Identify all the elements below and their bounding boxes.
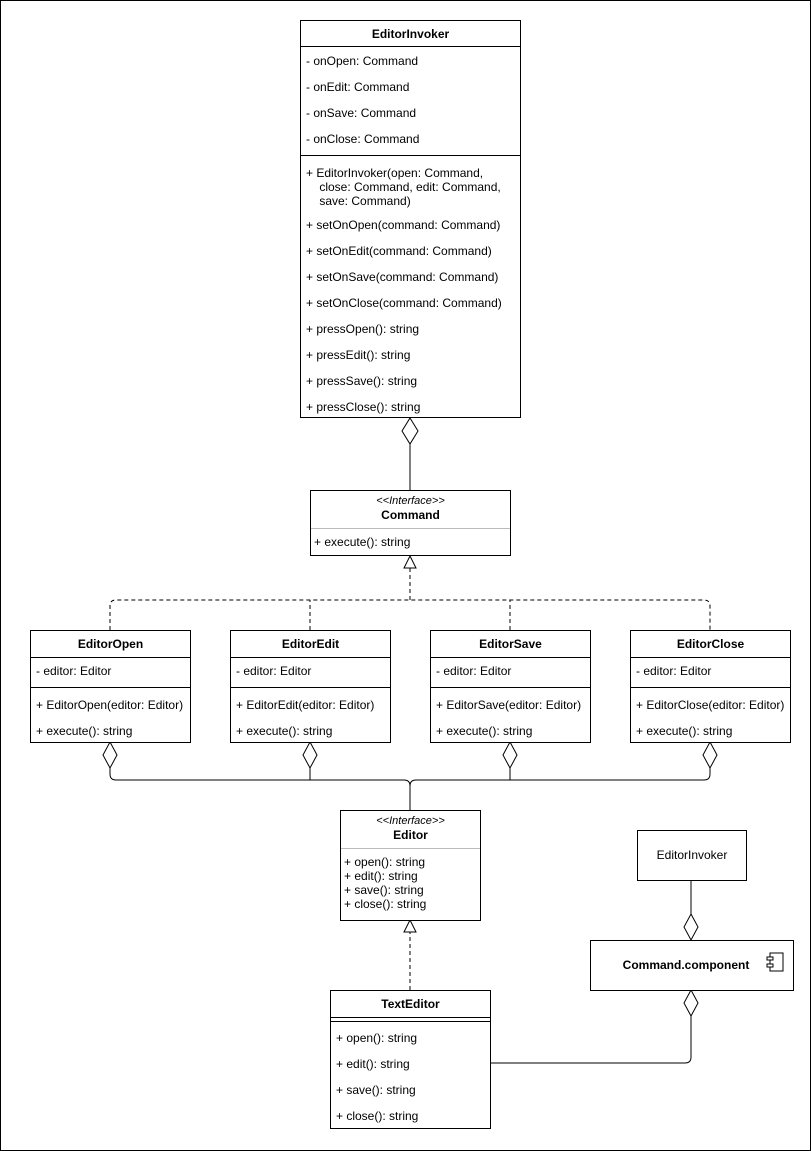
aggregation-diamond-editoropen — [102, 740, 118, 770]
method-row: + setOnSave(command: Command) — [306, 270, 499, 284]
method-row: + execute(): string — [436, 724, 533, 738]
method-row: + close(): string — [336, 1109, 419, 1123]
method-row: + pressEdit(): string — [306, 348, 411, 362]
method-row: + save(): string — [344, 883, 424, 897]
aggregation-diamond-editorclose — [702, 740, 718, 770]
class-editor-open[interactable]: EditorOpen - editor: Editor + EditorOpen… — [30, 630, 191, 743]
constructor-row: + EditorClose(editor: Editor) — [636, 698, 785, 712]
attribute-row: - onClose: Command — [306, 132, 420, 146]
method-row: + setOnClose(command: Command) — [306, 296, 502, 310]
class-title: EditorSave — [431, 631, 590, 658]
attribute-row: - onEdit: Command — [306, 80, 410, 94]
aggregation-diamond-component-invoker — [683, 912, 699, 942]
component-label: Command.component — [622, 958, 750, 972]
class-editor-invoker[interactable]: EditorInvoker - onOpen: Command - onEdit… — [300, 20, 521, 418]
class-title: EditorOpen — [31, 631, 190, 658]
constructor-row: + EditorOpen(editor: Editor) — [36, 698, 184, 712]
class-title: TextEditor — [381, 997, 440, 1011]
class-title: EditorEdit — [231, 631, 390, 658]
constructor-row: close: Command, edit: Command, — [306, 180, 501, 194]
class-text-editor[interactable]: TextEditor + open(): string + edit(): st… — [330, 990, 491, 1129]
method-row: + execute(): string — [314, 535, 411, 549]
class-editor-edit[interactable]: EditorEdit - editor: Editor + EditorEdit… — [230, 630, 391, 743]
compartment-divider — [341, 848, 480, 849]
class-title: EditorInvoker — [301, 21, 520, 47]
method-row: + edit(): string — [344, 869, 418, 883]
compartment-divider — [301, 155, 520, 156]
aggregation-line-texteditor-component — [490, 1016, 692, 1064]
compartment-divider — [431, 687, 590, 688]
method-row: + pressSave(): string — [306, 374, 418, 388]
realization-line-commands — [109, 568, 711, 630]
method-row: + save(): string — [336, 1083, 416, 1097]
class-editor-close[interactable]: EditorClose - editor: Editor + EditorClo… — [630, 630, 791, 743]
interface-editor[interactable]: <<Interface>> Editor + open(): string + … — [340, 810, 481, 921]
attribute-row: - onSave: Command — [306, 106, 417, 120]
constructor-row: save: Command) — [306, 194, 411, 208]
realization-arrowhead-editor — [403, 918, 417, 933]
aggregation-diamond-invoker — [401, 417, 419, 445]
stereotype-label: <<Interface>> — [376, 815, 445, 827]
class-title: EditorClose — [631, 631, 790, 658]
method-row: + edit(): string — [336, 1057, 410, 1071]
compartment-divider — [331, 1021, 490, 1022]
attribute-row: - onOpen: Command — [306, 54, 419, 68]
method-row: + execute(): string — [636, 724, 733, 738]
method-row: + pressClose(): string — [306, 400, 421, 414]
component-command[interactable]: Command.component — [590, 940, 794, 991]
node-label: EditorInvoker — [656, 848, 728, 862]
attribute-row: - editor: Editor — [236, 664, 312, 678]
aggregation-diamond-editorsave — [502, 740, 518, 770]
interface-command[interactable]: <<Interface>> Command + execute(): strin… — [310, 490, 511, 556]
constructor-row: + EditorSave(editor: Editor) — [436, 698, 582, 712]
component-icon — [766, 952, 784, 972]
compartment-divider — [311, 528, 510, 529]
aggregation-diamond-component-texteditor — [683, 988, 699, 1018]
method-row: + execute(): string — [36, 724, 133, 738]
realization-arrowhead-command — [403, 554, 417, 569]
constructor-row: + EditorInvoker(open: Command, — [306, 166, 484, 180]
constructor-row: + EditorEdit(editor: Editor) — [236, 698, 375, 712]
method-row: + open(): string — [336, 1031, 418, 1045]
compartment-divider — [331, 1017, 490, 1018]
method-row: + setOnEdit(command: Command) — [306, 244, 492, 258]
aggregation-lines-editor — [109, 768, 711, 810]
node-editor-invoker[interactable]: EditorInvoker — [637, 830, 747, 881]
method-row: + setOnOpen(command: Command) — [306, 218, 501, 232]
method-row: + open(): string — [344, 855, 426, 869]
method-row: + pressOpen(): string — [306, 322, 420, 336]
method-row: + close(): string — [344, 897, 427, 911]
attribute-row: - editor: Editor — [36, 664, 112, 678]
stereotype-label: <<Interface>> — [376, 495, 445, 507]
aggregation-diamond-editoredit — [302, 740, 318, 770]
compartment-divider — [231, 687, 390, 688]
method-row: + execute(): string — [236, 724, 333, 738]
class-editor-save[interactable]: EditorSave - editor: Editor + EditorSave… — [430, 630, 591, 743]
interface-title: Command — [381, 508, 440, 522]
compartment-divider — [631, 687, 790, 688]
attribute-row: - editor: Editor — [636, 664, 712, 678]
compartment-divider — [31, 687, 190, 688]
interface-title: Editor — [393, 828, 428, 842]
attribute-row: - editor: Editor — [436, 664, 512, 678]
